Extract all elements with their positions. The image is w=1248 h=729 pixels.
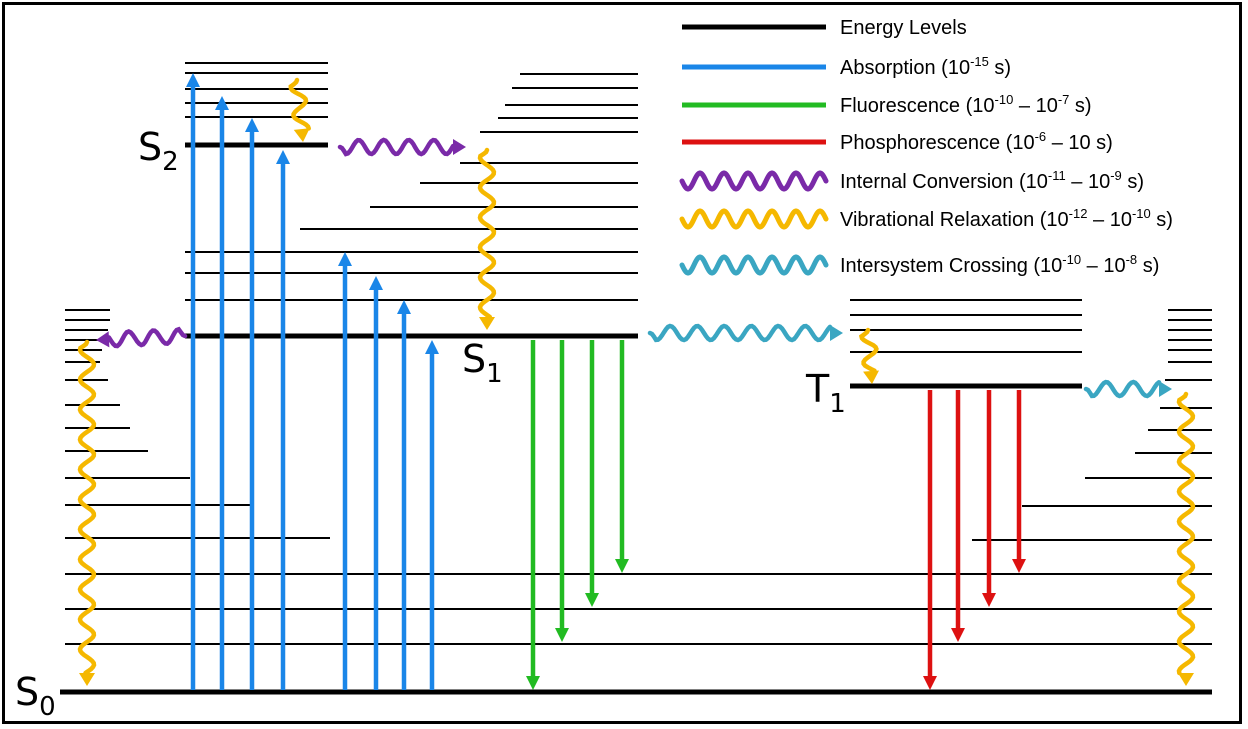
absorption-arrow — [425, 340, 439, 690]
absorption-arrow — [276, 150, 290, 690]
legend-label: Fluorescence (10-10 – 10-7 s) — [840, 92, 1092, 117]
vibrational-relaxation-arrow — [77, 339, 97, 686]
vibrational-relaxation-arrow — [1176, 391, 1196, 686]
fluorescence-arrow — [526, 340, 540, 690]
phosphorescence-arrows — [923, 390, 1026, 690]
vibrational-relaxation-arrow — [288, 77, 311, 142]
absorption-arrow — [215, 96, 229, 690]
energy-levels — [60, 62, 1212, 695]
label-s0: S0 — [15, 670, 56, 722]
phosphorescence-arrow — [982, 390, 996, 607]
legend-swatch — [679, 208, 829, 230]
fluorescence-arrows — [526, 340, 629, 690]
vibrational-relaxation-arrow — [858, 327, 880, 384]
legend-label: Intersystem Crossing (10-10 – 10-8 s) — [840, 252, 1159, 277]
legend-swatch — [679, 254, 829, 276]
internal-conversion-arrow — [337, 137, 466, 157]
absorption-arrow — [397, 300, 411, 690]
label-s1: S1 — [462, 337, 503, 389]
phosphorescence-arrow — [923, 390, 937, 690]
legend-label: Phosphorescence (10-6 – 10 s) — [840, 129, 1113, 154]
legend-item-vibrational_relaxation: Vibrational Relaxation (10-12 – 10-10 s) — [679, 206, 1173, 231]
legend-swatch — [679, 170, 829, 192]
wavy-transitions — [77, 77, 1196, 686]
legend-label: Absorption (10-15 s) — [840, 54, 1011, 79]
absorption-arrow — [245, 118, 259, 690]
legend-label: Energy Levels — [840, 17, 967, 39]
fluorescence-arrow — [615, 340, 629, 573]
absorption-arrows — [186, 73, 439, 690]
absorption-arrow — [186, 73, 200, 690]
absorption-arrow — [338, 252, 352, 690]
legend-item-absorption: Absorption (10-15 s) — [682, 54, 1011, 79]
label-s2: S2 — [138, 125, 179, 177]
legend-label: Internal Conversion (10-11 – 10-9 s) — [840, 168, 1144, 193]
label-t1: T1 — [805, 367, 846, 419]
phosphorescence-arrow — [1012, 390, 1026, 573]
intersystem-crossing-arrow — [1083, 379, 1172, 399]
legend-item-phosphorescence: Phosphorescence (10-6 – 10 s) — [682, 129, 1113, 154]
legend-label: Vibrational Relaxation (10-12 – 10-10 s) — [840, 206, 1173, 231]
absorption-arrow — [369, 276, 383, 690]
legend-item-internal_conversion: Internal Conversion (10-11 – 10-9 s) — [679, 168, 1144, 193]
intersystem-crossing-arrow — [647, 323, 843, 343]
legend-item-intersystem_crossing: Intersystem Crossing (10-10 – 10-8 s) — [679, 252, 1159, 277]
vibrational-relaxation-arrow — [477, 147, 497, 330]
legend-item-fluorescence: Fluorescence (10-10 – 10-7 s) — [682, 92, 1092, 117]
fluorescence-arrow — [555, 340, 569, 642]
phosphorescence-arrow — [951, 390, 965, 642]
legend-item-energy: Energy Levels — [682, 17, 967, 39]
fluorescence-arrow — [585, 340, 599, 607]
internal-conversion-arrow — [96, 326, 188, 349]
